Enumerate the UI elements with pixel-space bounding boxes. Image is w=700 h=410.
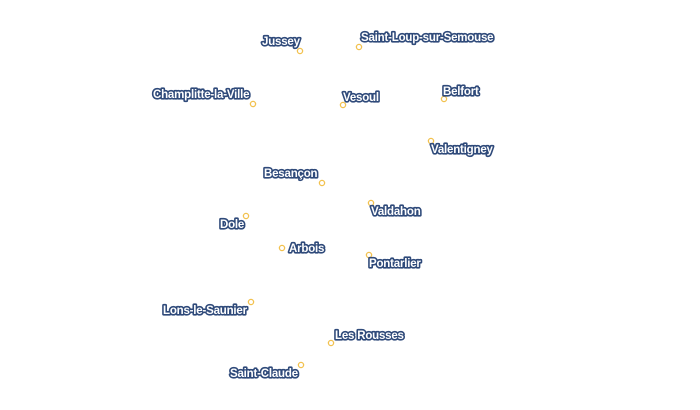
city-dot-arbois[interactable] [278, 244, 286, 252]
city-marker-saint-loup-sur-semouse[interactable]: Saint-Loup-sur-Semouse [355, 30, 495, 51]
city-marker-valentigney[interactable]: Valentigney [427, 137, 495, 158]
city-label-belfort: Belfort [443, 86, 479, 98]
city-marker-vesoul[interactable]: Vesoul [339, 90, 381, 109]
city-marker-arbois[interactable]: Arbois [278, 241, 326, 257]
city-marker-saint-claude[interactable]: Saint-Claude [228, 361, 305, 382]
city-label-valdahon: Valdahon [371, 206, 421, 218]
city-dot-dole[interactable] [242, 212, 250, 220]
city-dot-valdahon[interactable] [367, 199, 375, 207]
city-marker-dole[interactable]: Dole [218, 212, 250, 233]
city-label-pontarlier: Pontarlier [369, 258, 421, 270]
city-dot-lons-le-saunier[interactable] [247, 298, 255, 306]
city-label-les-rousses: Les Rousses [335, 330, 404, 342]
city-dot-pontarlier[interactable] [365, 251, 373, 259]
city-marker-besancon[interactable]: Besançon [262, 166, 326, 187]
city-label-besancon: Besançon [264, 168, 318, 180]
city-label-arbois: Arbois [289, 243, 324, 255]
city-dot-besancon[interactable] [318, 179, 326, 187]
city-label-champlitte-la-ville: Champlitte-la-Ville [153, 89, 249, 101]
city-label-lons-le-saunier: Lons-le-Saunier [163, 305, 248, 317]
city-label-valentigney: Valentigney [431, 144, 494, 156]
city-dot-champlitte-la-ville[interactable] [249, 100, 257, 108]
city-marker-valdahon[interactable]: Valdahon [367, 199, 422, 220]
city-marker-pontarlier[interactable]: Pontarlier [365, 251, 423, 272]
city-dot-belfort[interactable] [440, 95, 448, 103]
city-marker-lons-le-saunier[interactable]: Lons-le-Saunier [161, 298, 255, 319]
city-layer: Jussey Saint-Loup-sur-SemouseChamplitte-l… [151, 30, 495, 382]
city-label-jussey: Jussey [262, 36, 301, 48]
city-marker-champlitte-la-ville[interactable]: Champlitte-la-Ville [151, 87, 257, 108]
city-dot-saint-loup-sur-semouse[interactable] [355, 43, 363, 51]
city-dot-vesoul[interactable] [339, 101, 347, 109]
city-dot-saint-claude[interactable] [297, 361, 305, 369]
city-marker-les-rousses[interactable]: Les Rousses [327, 328, 406, 347]
city-label-saint-claude: Saint-Claude [230, 368, 298, 380]
city-label-saint-loup-sur-semouse: Saint-Loup-sur-Semouse [361, 32, 493, 44]
city-dot-les-rousses[interactable] [327, 339, 335, 347]
city-marker-jussey[interactable]: Jussey [260, 34, 304, 55]
city-label-dole: Dole [220, 219, 244, 231]
city-dot-jussey[interactable] [296, 47, 304, 55]
city-marker-belfort[interactable]: Belfort [440, 84, 481, 103]
city-dot-valentigney[interactable] [427, 137, 435, 145]
city-label-vesoul: Vesoul [343, 92, 379, 104]
